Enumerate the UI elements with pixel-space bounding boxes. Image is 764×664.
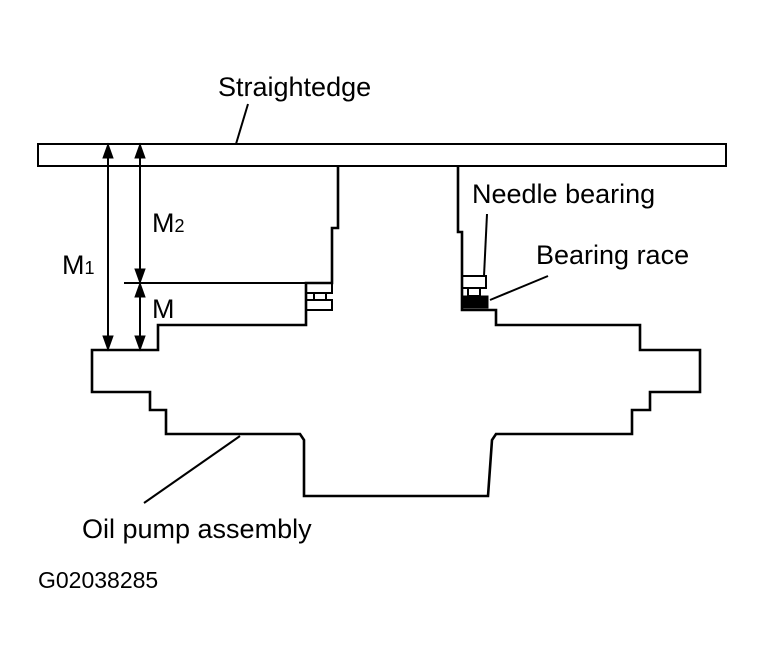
straightedge-label: Straightedge <box>218 72 371 102</box>
needle-bearing-label: Needle bearing <box>472 179 655 209</box>
m2-arrow-bottom <box>134 268 146 285</box>
m2-label: M2 <box>152 208 185 238</box>
left-needle-bearing <box>305 282 333 294</box>
m-arrow-bottom <box>134 335 146 352</box>
m2-label-subscript: 2 <box>175 216 185 236</box>
m1-arrow-bottom <box>102 335 114 352</box>
m2-label-main: M <box>152 208 175 238</box>
m1-label: M1 <box>62 250 95 280</box>
m2-arrow-top <box>134 142 146 159</box>
left-bearing-race <box>305 299 333 311</box>
oil-pump-body-outline <box>90 166 702 498</box>
m1-arrow-top <box>102 142 114 159</box>
m-label: M <box>152 294 175 324</box>
figure-code-label: G02038285 <box>38 567 158 593</box>
left-needle-rollers <box>313 292 327 301</box>
straightedge-bar <box>37 143 727 167</box>
bearing-race-leader-line <box>489 275 549 301</box>
m1-label-main: M <box>62 250 85 280</box>
right-needle-bearing <box>461 275 487 289</box>
right-bearing-race <box>461 295 489 309</box>
right-needle-rollers <box>467 287 481 297</box>
bearing-race-label: Bearing race <box>536 240 689 270</box>
m1-label-subscript: 1 <box>85 258 95 278</box>
needle-bearing-leader-line <box>483 213 488 277</box>
oil-pump-assembly-label: Oil pump assembly <box>82 514 312 544</box>
m-arrow-top <box>134 281 146 298</box>
straightedge-leader-line <box>235 103 249 145</box>
oil-pump-leader-line <box>143 435 241 504</box>
